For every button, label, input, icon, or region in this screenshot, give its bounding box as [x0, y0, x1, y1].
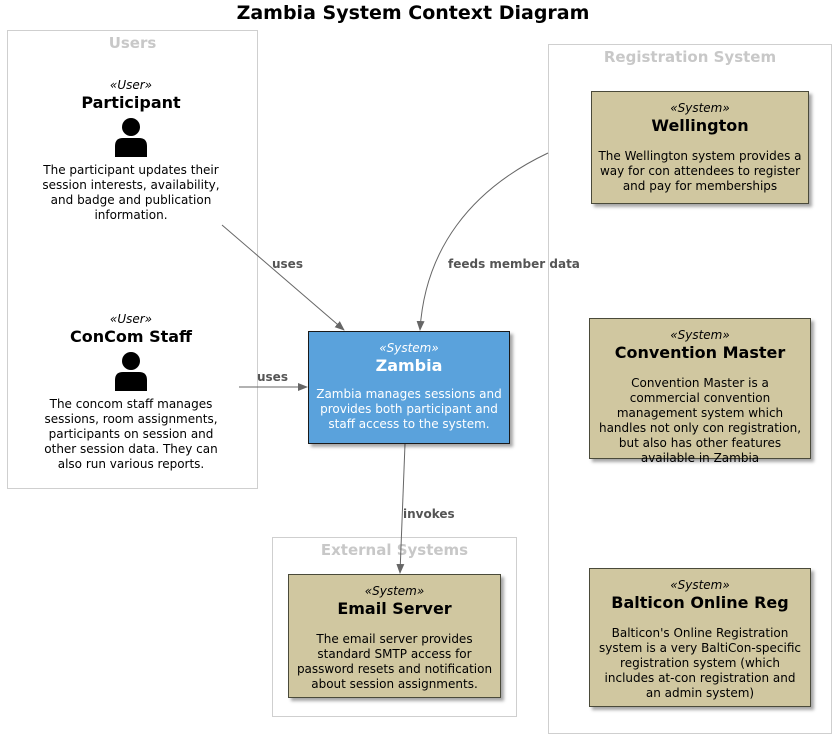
registration-group: Registration System — [548, 44, 832, 734]
external-group-title: External Systems — [320, 541, 469, 559]
system-zambia: «System» Zambia Zambia manages sessions … — [308, 331, 510, 444]
system-convention-master: «System» Convention Master Convention Ma… — [589, 318, 811, 465]
system-email-server: «System» Email Server The email server p… — [288, 574, 501, 698]
email-description: The email server provides standard SMTP … — [296, 632, 493, 691]
participant-stereotype: «User» — [109, 78, 153, 92]
edge-feeds-member-data — [416, 152, 549, 331]
email-stereotype: «System» — [364, 584, 425, 598]
staff-name: ConCom Staff — [69, 327, 193, 346]
balticon-stereotype: «System» — [670, 578, 730, 592]
actor-concom-staff: «User» ConCom Staff The concom staff man… — [38, 312, 224, 472]
person-icon — [115, 352, 147, 391]
convention-master-description: Convention Master is a commercial conven… — [598, 376, 802, 465]
staff-stereotype: «User» — [109, 312, 153, 326]
zambia-description: Zambia manages sessions and provides bot… — [316, 387, 502, 431]
zambia-stereotype: «System» — [379, 341, 439, 355]
wellington-name: Wellington — [651, 116, 749, 135]
participant-name: Participant — [81, 93, 181, 112]
registration-group-title: Registration System — [603, 48, 777, 66]
label-feeds-member-data: feeds member data — [448, 257, 580, 271]
zambia-name: Zambia — [375, 356, 443, 375]
label-participant-uses: uses — [272, 257, 303, 271]
convention-master-stereotype: «System» — [670, 328, 730, 342]
email-name: Email Server — [337, 599, 452, 618]
balticon-name: Balticon Online Reg — [611, 593, 789, 612]
users-group-title: Users — [108, 34, 157, 52]
label-staff-uses: uses — [257, 370, 288, 384]
balticon-description: Balticon's Online Registration system is… — [598, 626, 802, 700]
system-wellington: «System» Wellington The Wellington syste… — [591, 91, 809, 204]
label-invokes: invokes — [403, 507, 455, 521]
system-balticon-online-reg: «System» Balticon Online Reg Balticon's … — [589, 568, 811, 707]
diagram-title: Zambia System Context Diagram — [236, 2, 590, 24]
users-group: Users — [7, 30, 258, 489]
edge-invokes — [396, 443, 406, 574]
actor-participant: «User» Participant The participant updat… — [40, 78, 222, 223]
participant-description: The participant updates their session in… — [42, 163, 220, 222]
staff-description: The concom staff manages sessions, room … — [44, 397, 218, 471]
convention-master-name: Convention Master — [614, 343, 786, 362]
person-icon — [115, 118, 147, 157]
edge-participant-uses — [221, 224, 345, 331]
wellington-description: The Wellington system provides a way for… — [598, 149, 802, 193]
external-group: External Systems — [272, 537, 517, 717]
wellington-stereotype: «System» — [670, 101, 730, 115]
